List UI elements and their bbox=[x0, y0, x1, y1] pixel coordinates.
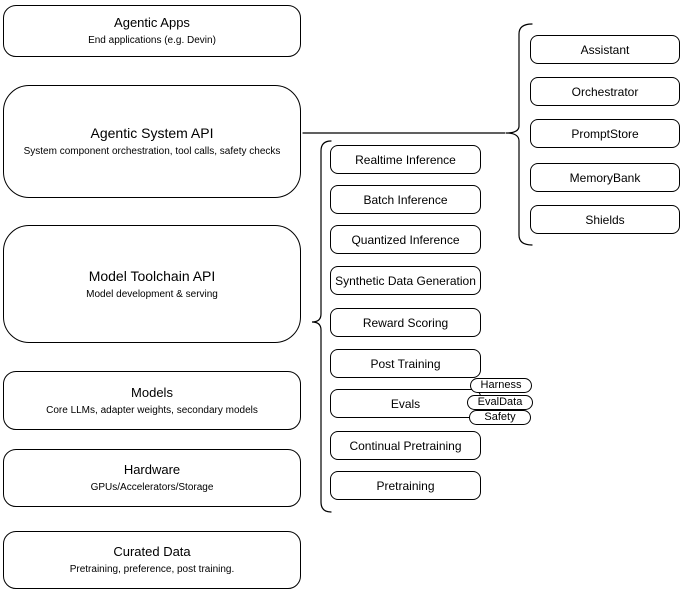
node-synthetic-data-generation: Synthetic Data Generation bbox=[330, 266, 481, 295]
node-title: Curated Data bbox=[113, 544, 191, 559]
node-memorybank: MemoryBank bbox=[530, 163, 680, 192]
node-model-toolchain-api: Model Toolchain API Model development & … bbox=[3, 225, 301, 343]
node-title: Model Toolchain API bbox=[88, 267, 216, 284]
node-title: Models bbox=[131, 384, 173, 400]
node-title: Hardware bbox=[123, 462, 181, 477]
tag-safety: Safety bbox=[469, 410, 531, 425]
node-subtitle: GPUs/Accelerators/Storage bbox=[90, 482, 214, 493]
node-batch-inference: Batch Inference bbox=[330, 185, 481, 214]
node-reward-scoring: Reward Scoring bbox=[330, 308, 481, 337]
node-orchestrator: Orchestrator bbox=[530, 77, 680, 106]
node-models: Models Core LLMs, adapter weights, secon… bbox=[3, 371, 301, 430]
toolchain-components-brace bbox=[311, 140, 332, 513]
tag-harness: Harness bbox=[470, 378, 532, 393]
node-subtitle: Model development & serving bbox=[86, 288, 218, 300]
node-post-training: Post Training bbox=[330, 349, 481, 378]
node-hardware: Hardware GPUs/Accelerators/Storage bbox=[3, 449, 301, 507]
node-subtitle: End applications (e.g. Devin) bbox=[88, 35, 216, 46]
system-components-brace bbox=[505, 23, 533, 246]
node-curated-data: Curated Data Pretraining, preference, po… bbox=[3, 531, 301, 589]
node-realtime-inference: Realtime Inference bbox=[330, 145, 481, 174]
node-quantized-inference: Quantized Inference bbox=[330, 225, 481, 254]
node-title: Agentic Apps bbox=[114, 15, 190, 30]
tag-evaldata: EvalData bbox=[467, 395, 533, 410]
node-title: Agentic System API bbox=[90, 125, 214, 141]
node-subtitle: Pretraining, preference, post training. bbox=[69, 564, 235, 575]
node-pretraining: Pretraining bbox=[330, 471, 481, 500]
node-shields: Shields bbox=[530, 205, 680, 234]
node-agentic-system-api: Agentic System API System component orch… bbox=[3, 85, 301, 198]
node-subtitle: System component orchestration, tool cal… bbox=[23, 146, 281, 157]
node-subtitle: Core LLMs, adapter weights, secondary mo… bbox=[46, 404, 258, 416]
node-assistant: Assistant bbox=[530, 35, 680, 64]
node-evals: Evals bbox=[330, 389, 481, 418]
node-continual-pretraining: Continual Pretraining bbox=[330, 431, 481, 460]
node-promptstore: PromptStore bbox=[530, 119, 680, 148]
node-agentic-apps: Agentic Apps End applications (e.g. Devi… bbox=[3, 5, 301, 57]
